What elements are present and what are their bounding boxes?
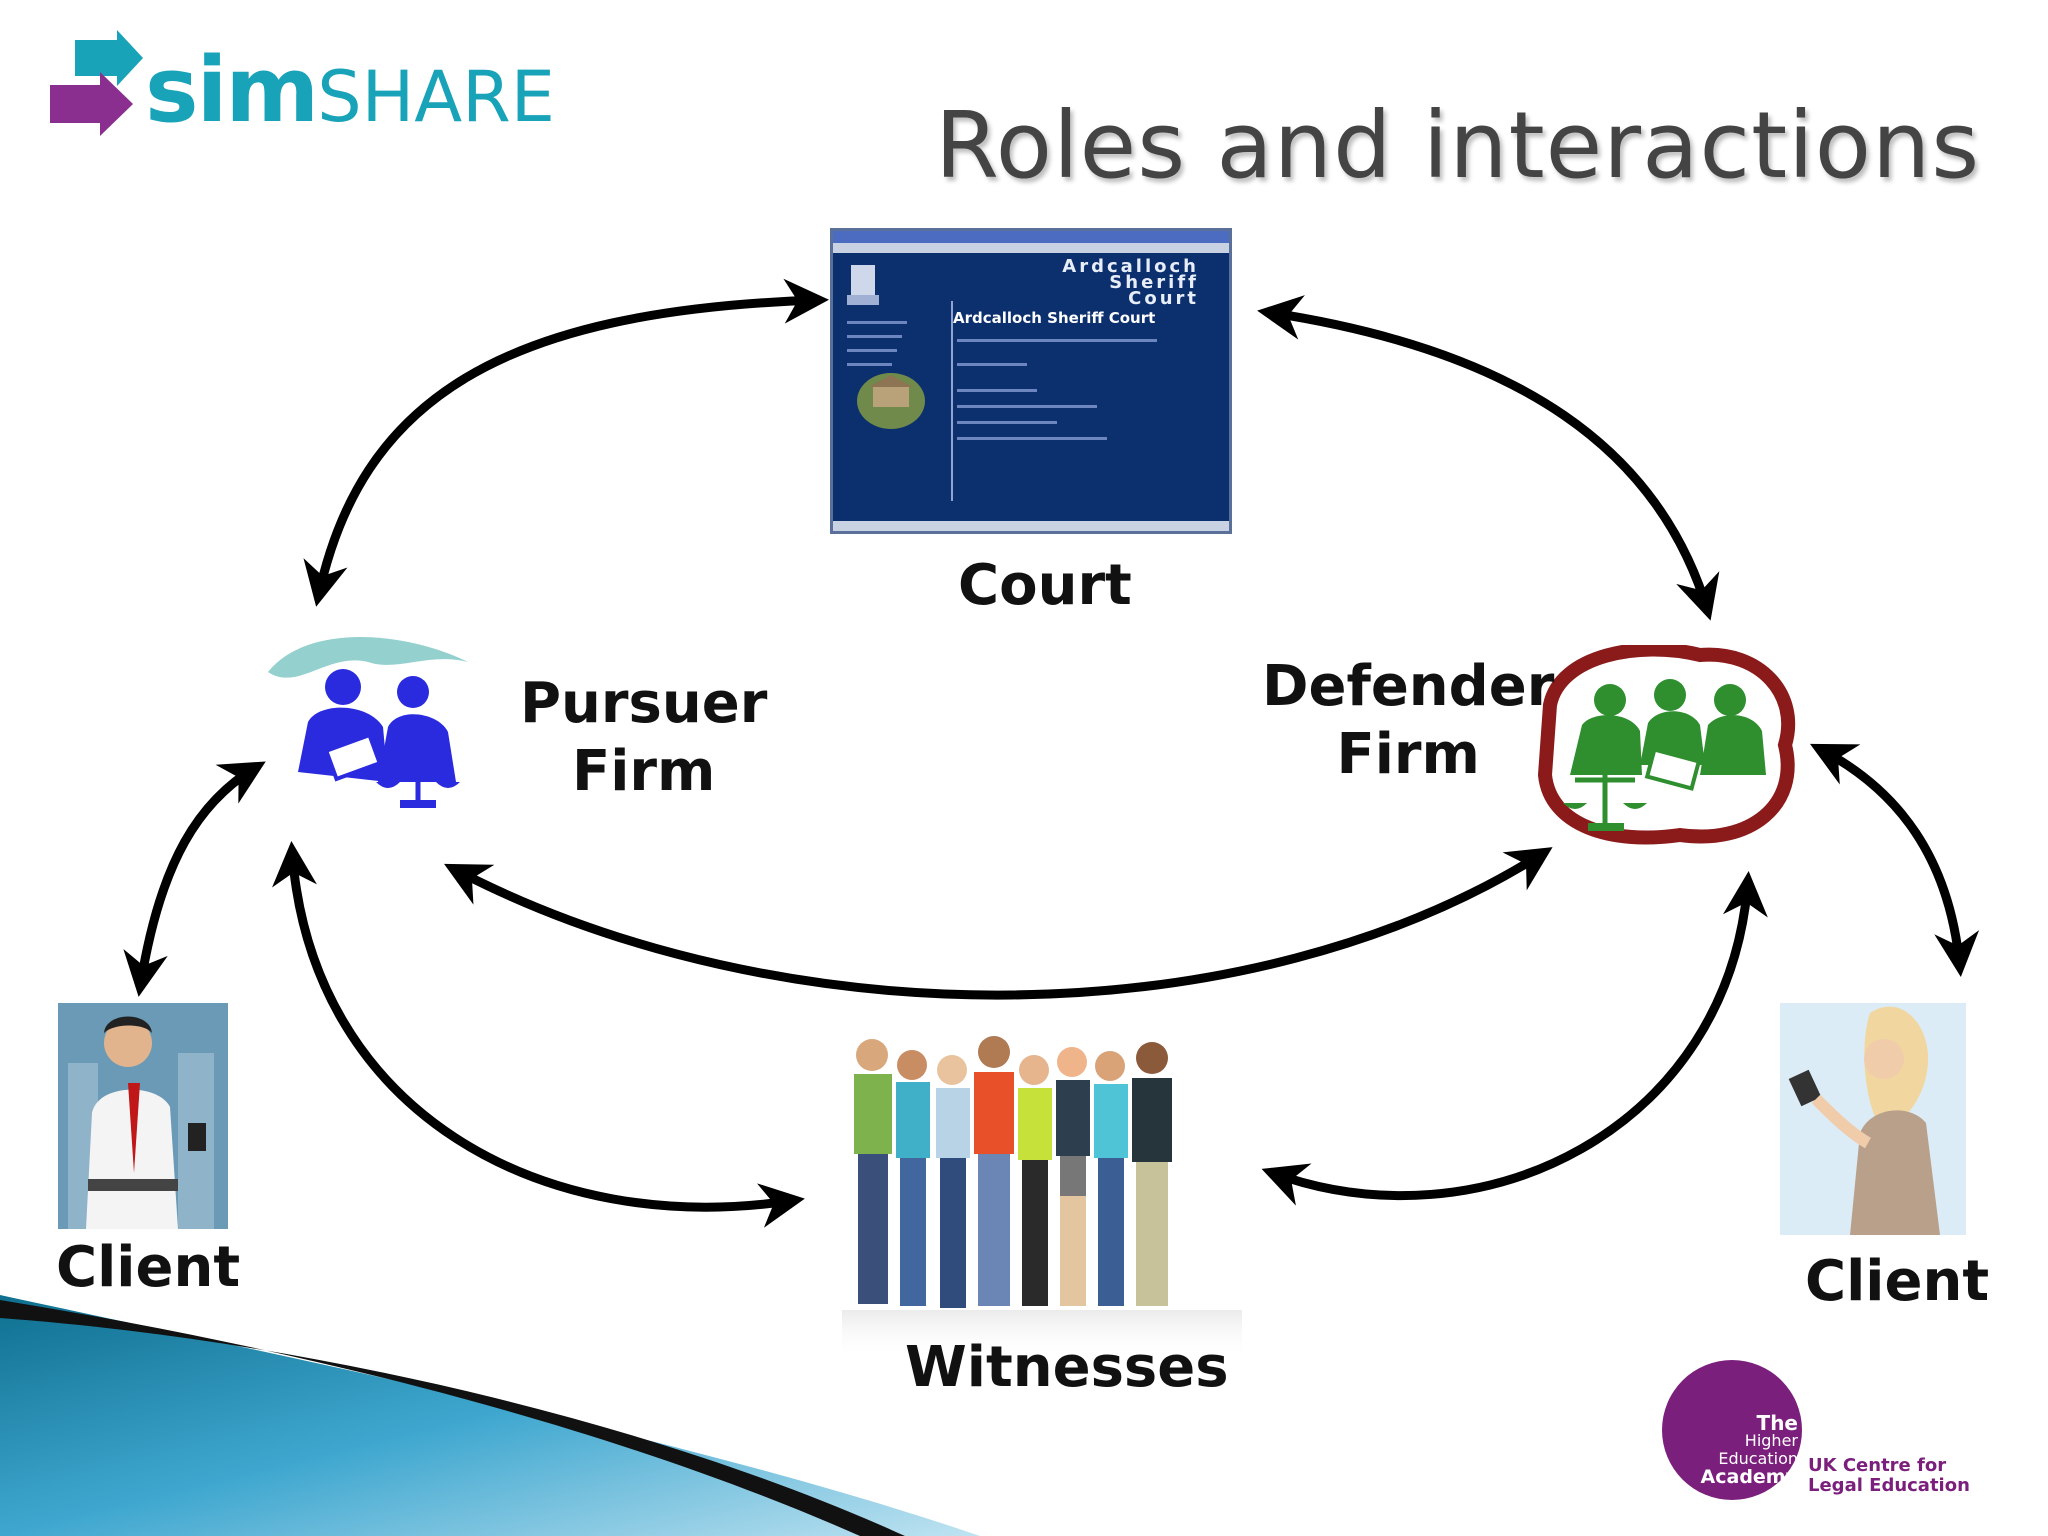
court-site-heading: Ardcalloch Sheriff Court [953, 309, 1156, 327]
logo-arrow-icon [50, 30, 143, 136]
client-right-image [1780, 1003, 1966, 1235]
defender-firm-label-line2: Firm [1336, 722, 1480, 787]
client-left-image [58, 1003, 228, 1229]
slide-title: Roles and interactions [935, 92, 1981, 199]
court-website-screenshot: Ardcalloch Sheriff Court Ardcalloch Sher… [830, 228, 1232, 534]
hea-line4: Academy [1700, 1466, 1798, 1488]
hea-ukcle-logo: The Higher Education Academy UK Centre f… [1662, 1360, 1970, 1500]
logo-share: SHARE [317, 56, 556, 138]
ukcle-line1: UK Centre for [1808, 1455, 1947, 1476]
logo-sim: sim [145, 38, 319, 143]
defender-firm-label: Defender Firm [1262, 653, 1554, 789]
arrow-client-pursuer [123, 761, 266, 997]
court-text-line [847, 363, 892, 366]
court-header-line2: Sheriff [1109, 272, 1199, 293]
pursuer-firm-label-line1: Pursuer [520, 671, 768, 736]
hea-line3: Education [1718, 1449, 1798, 1468]
simshare-logo: simSHARE [45, 30, 555, 150]
window-status-bar [833, 521, 1229, 531]
client-left-label: Client [56, 1235, 241, 1300]
court-building-photo [857, 373, 925, 429]
pursuer-firm-label: Pursuer Firm [520, 670, 767, 806]
client-right-label: Client [1805, 1249, 1990, 1314]
court-text-line [847, 321, 907, 324]
court-label: Court [958, 553, 1132, 618]
arrow-pursuer-witnesses [272, 841, 805, 1228]
witnesses-label: Witnesses [905, 1335, 1229, 1400]
court-text-line [957, 437, 1107, 440]
court-text-line [957, 421, 1057, 424]
court-text-line [847, 335, 902, 338]
court-header-line1: Ardcalloch [1062, 256, 1199, 277]
pursuer-firm-clipart [268, 637, 468, 808]
ukcle-text: UK Centre for Legal Education [1808, 1456, 1970, 1496]
hea-circle [1662, 1360, 1802, 1500]
arrow-pursuer-court [303, 278, 829, 607]
logo-wordmark: simSHARE [145, 38, 555, 143]
court-text-line [957, 389, 1037, 392]
hea-line1: The [1756, 1411, 1798, 1435]
arrow-court-defender [1257, 295, 1720, 621]
window-title-bar [833, 231, 1229, 243]
defender-firm-label-line1: Defender [1262, 654, 1555, 719]
court-divider [951, 301, 953, 501]
hea-line2: Higher [1744, 1431, 1798, 1450]
ukcle-line2: Legal Education [1808, 1475, 1970, 1496]
court-text-line [847, 349, 897, 352]
arrow-defender-witnesses [1261, 871, 1768, 1206]
pursuer-firm-label-line2: Firm [571, 739, 716, 804]
arrow-defender-client [1809, 743, 1980, 977]
court-site-header: Ardcalloch Sheriff Court [1062, 256, 1199, 309]
court-text-line [957, 405, 1097, 408]
court-header-line3: Court [1128, 288, 1199, 309]
court-text-line [957, 339, 1157, 342]
court-crest-icon [847, 265, 879, 305]
defender-firm-clipart [1537, 645, 1796, 845]
witnesses-crowd-image [842, 1036, 1242, 1360]
court-text-line [957, 363, 1027, 366]
arrow-pursuer-defender [444, 847, 1553, 1000]
window-menu-bar [833, 243, 1229, 253]
hea-text: The Higher Education Academy [1662, 1411, 1798, 1488]
